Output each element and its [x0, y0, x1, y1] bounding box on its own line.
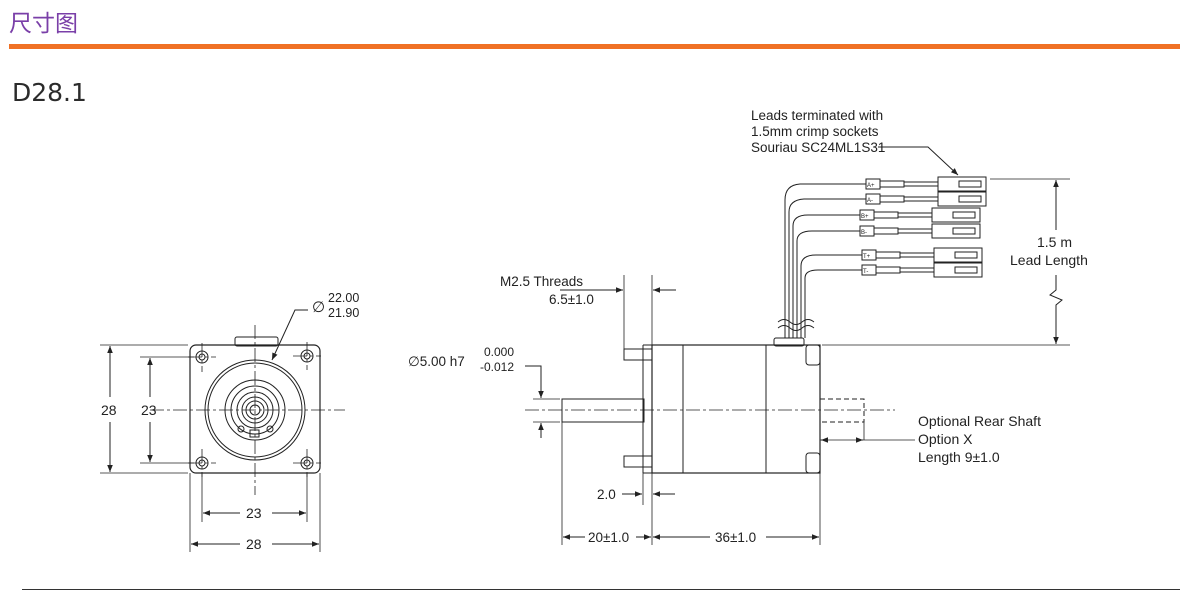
lead-tags: A+ A- B+ B- T+ T- [861, 183, 875, 275]
front-view [100, 309, 345, 552]
shaft-dia-label: ∅5.00 h7 [408, 354, 465, 369]
flange-stud-top [623, 348, 653, 361]
leads-note-line1: Leads terminated with [751, 108, 883, 123]
shaft-tol-upper: 0.000 [484, 345, 514, 359]
width-outer-label: 28 [246, 536, 262, 552]
shaft-tol-lower: -0.012 [480, 360, 514, 374]
lead-tag-t-minus: T- [863, 269, 868, 275]
rear-shaft-line1: Optional Rear Shaft [918, 413, 1041, 429]
body-length-label: 36±1.0 [715, 530, 756, 545]
flange-stud-bottom [623, 455, 653, 468]
leads-note-line3: Souriau SC24ML1S31 [751, 140, 885, 155]
front-view-labels: ∅ 22.00 21.90 28 23 23 28 [101, 291, 359, 552]
bore-leader [271, 309, 308, 361]
side-view-labels: Leads terminated with 1.5mm crimp socket… [408, 108, 1088, 545]
bore-dia-max: 22.00 [328, 291, 359, 305]
rear-shaft-line3: Length 9±1.0 [918, 449, 1000, 465]
lead-tag-a-minus: A- [867, 198, 873, 204]
lead-tag-t-plus: T+ [863, 254, 871, 260]
leads-note-leader [878, 146, 959, 176]
dia-symbol: ∅ [312, 299, 325, 316]
flange-thickness-label: 2.0 [597, 487, 616, 502]
shaft-length-label: 20±1.0 [588, 530, 629, 545]
motor-body [651, 344, 821, 474]
width-inner-label: 23 [246, 505, 262, 521]
side-view [525, 146, 1070, 545]
rear-shaft [819, 398, 865, 423]
lead-wires [784, 183, 866, 338]
threads-depth: 6.5±1.0 [549, 292, 594, 307]
front-top-tab [234, 336, 279, 347]
section-title: 尺寸图 [9, 11, 78, 37]
lead-length-value: 1.5 m [1037, 234, 1072, 250]
bore-dia-min: 21.90 [328, 306, 359, 320]
leads-note-line2: 1.5mm crimp sockets [751, 124, 879, 139]
crimp-connectors [859, 176, 987, 278]
threads-label: M2.5 Threads [500, 274, 583, 289]
height-inner-label: 23 [141, 402, 157, 418]
dim-shaft-dia [525, 365, 544, 398]
lead-tag-a-plus: A+ [867, 183, 875, 189]
model-title: D28.1 [12, 78, 87, 107]
height-outer-label: 28 [101, 402, 117, 418]
footer-divider [22, 589, 1180, 590]
front-shaft [561, 398, 645, 423]
lead-tag-b-minus: B- [861, 230, 867, 236]
rear-shaft-line2: Option X [918, 431, 973, 447]
lead-length-label: Lead Length [1010, 252, 1088, 268]
lead-tag-b-plus: B+ [861, 214, 869, 220]
header-divider [9, 44, 1180, 49]
